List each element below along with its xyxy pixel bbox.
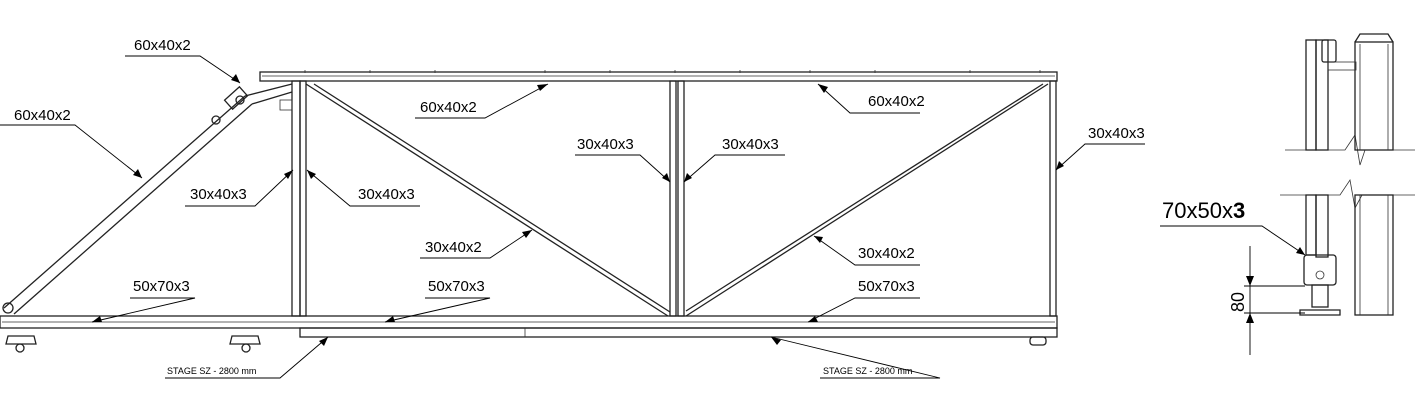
diagonal-left: [305, 83, 669, 317]
post-mid-left: [669, 80, 677, 317]
gate-frame: [0, 70, 1058, 353]
label-brace-top: 60x40x2: [134, 37, 191, 54]
label-side-dim: 80: [1228, 292, 1248, 312]
diagonal-right: [685, 83, 1049, 317]
label-bottom-rail-2: 50x70x3: [428, 278, 485, 295]
label-side-rail: 70x50x3: [1162, 198, 1245, 223]
label-top-rail-left: 60x40x2: [420, 99, 477, 116]
leader-arrows: [92, 74, 1305, 346]
post-left-inner: [299, 80, 307, 317]
post-mid-right: [677, 80, 685, 317]
bottom-track: [299, 327, 1058, 338]
label-post-left-outer: 30x40x3: [190, 186, 247, 203]
side-view: 80: [1228, 33, 1415, 355]
label-post-mid-left: 30x40x3: [577, 136, 634, 153]
label-diag-right: 30x40x2: [858, 245, 915, 262]
pillar-bottom: [1354, 194, 1394, 316]
label-stage-left: STAGE SZ - 2800 mm: [167, 366, 256, 376]
top-rail: [259, 71, 1058, 82]
labels: 60x40x2 60x40x2 60x40x2 60x40x2 30x40x3 …: [14, 37, 1245, 376]
label-bottom-rail-3: 50x70x3: [858, 278, 915, 295]
post-left: [291, 80, 301, 317]
label-bottom-rail-1: 50x70x3: [133, 278, 190, 295]
pillar-top: [1354, 41, 1394, 151]
left-feet: [5, 335, 261, 353]
label-stage-right: STAGE SZ - 2800 mm: [823, 366, 912, 376]
label-top-rail-right: 60x40x2: [868, 93, 925, 110]
label-brace-left: 60x40x2: [14, 107, 71, 124]
brace: [3, 95, 246, 309]
label-post-right: 30x40x3: [1088, 125, 1145, 142]
label-post-left-inner: 30x40x3: [358, 186, 415, 203]
leaders: [0, 55, 1306, 379]
label-diag-left: 30x40x2: [425, 239, 482, 256]
label-post-mid-right: 30x40x3: [722, 136, 779, 153]
post-right: [1049, 80, 1057, 317]
